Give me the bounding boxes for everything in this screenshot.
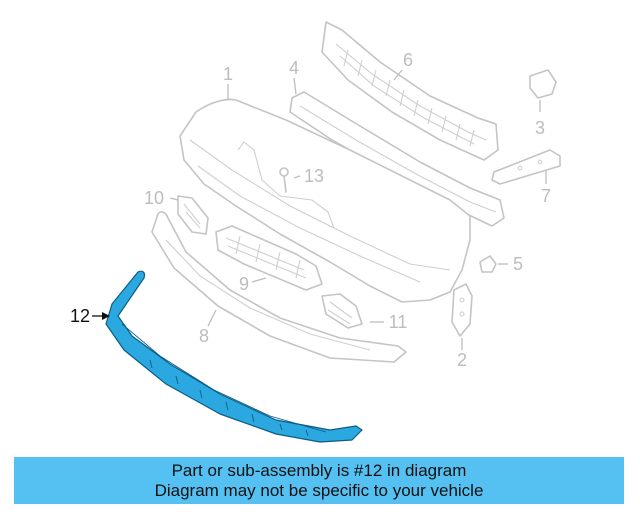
part-11-fog-grille [321, 293, 363, 329]
part-5-clip [479, 255, 497, 273]
callout-11: 11 [389, 312, 408, 332]
callout-10: 10 [144, 188, 164, 208]
callout-labels: 1 2 3 4 5 6 7 8 9 10 11 12 13 [70, 50, 551, 370]
callout-4: 4 [289, 58, 299, 78]
callout-8: 8 [199, 326, 209, 346]
part-1-bumper-cover [179, 98, 471, 303]
callout-9: 9 [239, 274, 249, 294]
callout-1: 1 [223, 64, 233, 84]
callout-3: 3 [535, 118, 545, 138]
part-12-spoiler [105, 270, 363, 443]
part-13-bolt [279, 167, 289, 193]
callout-7: 7 [541, 186, 551, 206]
callout-13: 13 [304, 166, 324, 186]
callout-6: 6 [403, 50, 413, 70]
part-3-clip [529, 69, 557, 99]
info-banner: Part or sub-assembly is #12 in diagram D… [14, 457, 624, 504]
part-9-grille [215, 225, 323, 291]
part-4-reinforcement [289, 91, 505, 227]
banner-line-2: Diagram may not be specific to your vehi… [154, 480, 484, 500]
part-8-valance [151, 211, 407, 363]
part-6-absorber [321, 21, 499, 161]
part-2-bracket [451, 283, 473, 337]
parts-diagram: 1 2 3 4 5 6 7 8 9 10 11 12 13 [70, 21, 561, 443]
banner-line-1: Part or sub-assembly is #12 in diagram [171, 460, 467, 480]
callout-5: 5 [513, 254, 523, 274]
callout-2: 2 [457, 350, 467, 370]
part-10-fog-grille [177, 195, 209, 235]
part-7-guide [491, 149, 561, 185]
callout-12: 12 [70, 306, 90, 326]
leader-lines [92, 69, 547, 350]
